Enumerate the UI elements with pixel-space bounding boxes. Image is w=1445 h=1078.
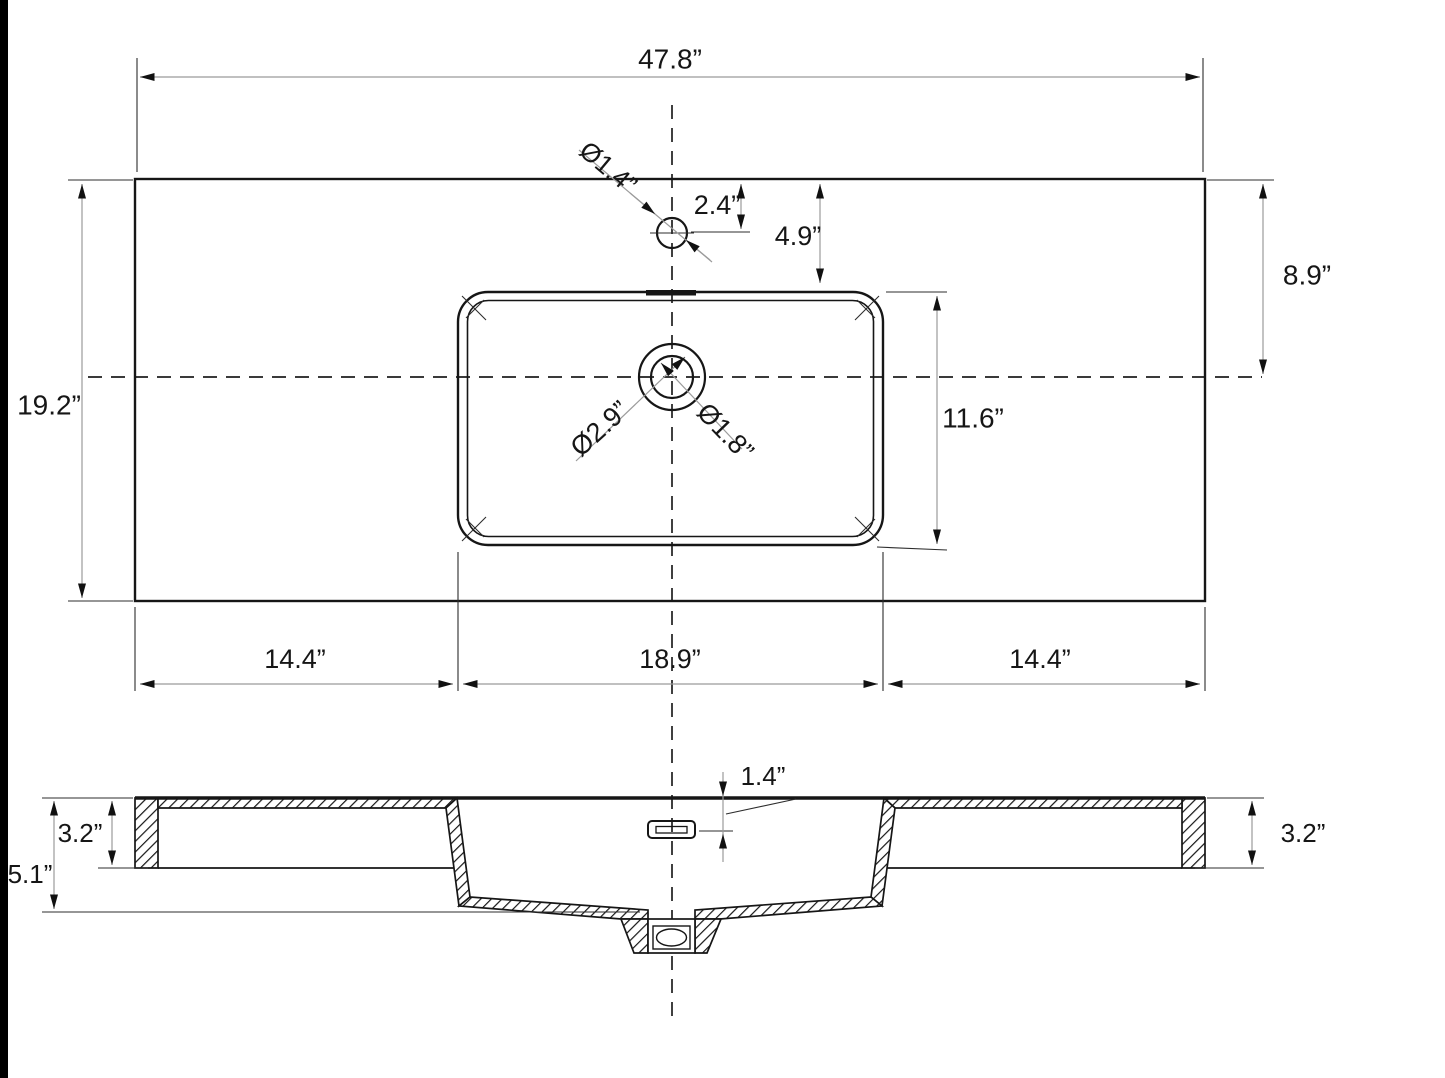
- dim-overall-depth: 19.2”: [17, 389, 81, 420]
- drain-plan: [637, 342, 707, 412]
- basin-corner-marks: [461, 295, 880, 542]
- section-left-end-cap: [134, 797, 159, 869]
- side-dimension-lines: [50, 772, 1256, 909]
- dim-overall-height: 5.1”: [8, 859, 53, 889]
- dim-basin-width: 18.9”: [639, 644, 701, 674]
- basin-inner-rim: [466, 299, 875, 538]
- leader-lines: [575, 149, 743, 462]
- dim-faucet-offset: 2.4”: [694, 190, 741, 220]
- faucet-hole: [650, 216, 694, 250]
- drain-outer-circle: [637, 342, 707, 412]
- dimension-lines: [78, 73, 1267, 688]
- extension-lines: [68, 58, 1274, 691]
- dim-edge-to-centerline: 8.9”: [1283, 259, 1331, 290]
- overflow-slot-plan: [646, 290, 696, 296]
- side-extension-lines: [42, 797, 1264, 913]
- section-right-end-cap: [1181, 797, 1206, 869]
- countertop-outline: [133, 177, 1207, 603]
- dim-basin-depth: 11.6”: [942, 402, 1004, 433]
- dim-edge-to-basin: 4.9”: [775, 221, 822, 251]
- section-bowl-bottom-right: [694, 896, 885, 920]
- dim-rim-thickness-right: 3.2”: [1281, 818, 1326, 848]
- plan-view: [133, 177, 1207, 603]
- drain-tailpiece: [647, 918, 696, 954]
- side-view: [134, 796, 1206, 954]
- drain-inner-circle: [649, 354, 695, 400]
- scan-edge-strip: [0, 0, 8, 1078]
- section-bowl-bottom-left: [456, 896, 649, 920]
- dim-overall-width: 47.8”: [638, 43, 702, 74]
- dim-overflow-offset: 1.4”: [741, 761, 786, 791]
- overflow-slot-section: [647, 820, 696, 839]
- dim-left-counter-width: 14.4”: [264, 644, 326, 674]
- dim-right-counter-width: 14.4”: [1009, 644, 1071, 674]
- side-dimensions: 3.2” 5.1” 3.2” 1.4”: [8, 761, 1326, 913]
- dim-rim-thickness-left: 3.2”: [58, 818, 103, 848]
